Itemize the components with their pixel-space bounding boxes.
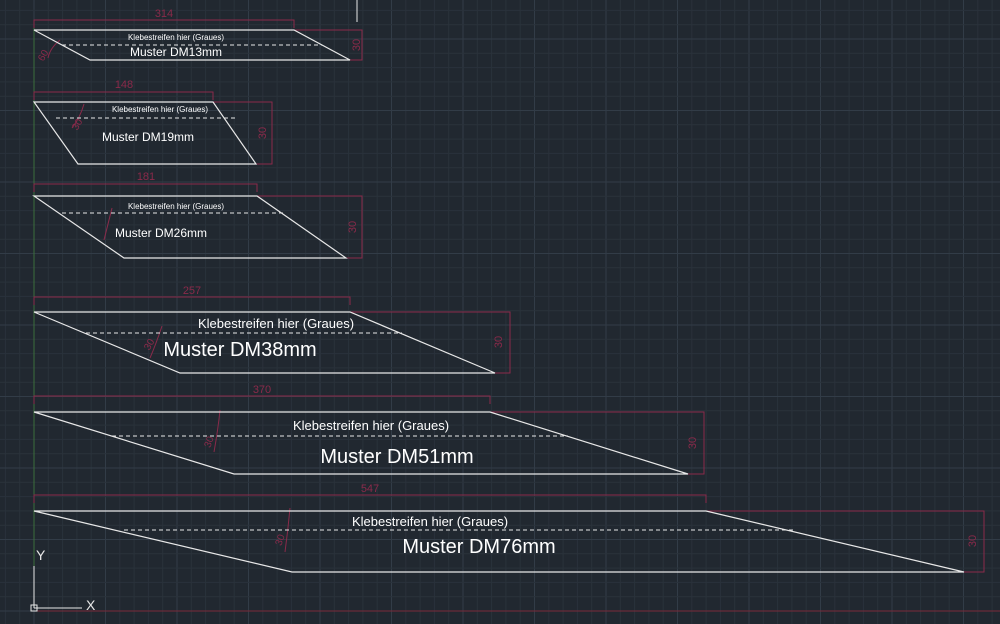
width-dimension [33, 296, 351, 305]
width-dimension [33, 183, 258, 192]
strip-label: Klebestreifen hier (Graues) [293, 418, 449, 433]
pattern-name: Muster DM19mm [102, 130, 194, 144]
strip-label: Klebestreifen hier (Graues) [112, 105, 208, 114]
width-dimension [33, 19, 295, 28]
width-dimension-text: 257 [183, 285, 201, 297]
parallelogram-outline [33, 311, 496, 374]
angle-dimension [149, 325, 163, 359]
strip-label: Klebestreifen hier (Graues) [128, 33, 224, 42]
angle-dimension [213, 409, 221, 453]
angle-dimension [71, 103, 85, 129]
strip-label: Klebestreifen hier (Graues) [128, 202, 224, 211]
angle-dimension-text: 30 [274, 533, 288, 548]
width-dimension-text: 148 [115, 79, 133, 91]
ucs-x-label: X [86, 597, 96, 613]
angle-dimension [47, 39, 61, 59]
width-dimension-text: 370 [253, 384, 271, 396]
pattern-dm38[interactable]: 257 30 30 Klebestreifen hier (Graues) Mu… [33, 285, 511, 374]
width-dimension-text: 181 [137, 171, 155, 183]
pattern-dm76[interactable]: 547 30 30 Klebestreifen hier (Graues) Mu… [33, 483, 985, 573]
pattern-dm19[interactable]: 148 30 30 Klebestreifen hier (Graues) Mu… [32, 79, 273, 165]
pattern-dm13[interactable]: 314 30 60 Klebestreifen hier (Graues) Mu… [33, 8, 363, 64]
height-dimension-text: 30 [967, 535, 979, 547]
angle-dimension-text: 30 [142, 337, 157, 353]
pattern-dm51[interactable]: 370 30 30 Klebestreifen hier (Graues) Mu… [33, 384, 705, 475]
pattern-name: Muster DM76mm [402, 536, 555, 558]
angle-dimension-text: 60 [36, 48, 51, 64]
height-dimension-text: 30 [351, 39, 363, 51]
pattern-name: Muster DM26mm [115, 226, 207, 240]
width-dimension [33, 494, 707, 503]
ucs-origin-box [30, 604, 38, 612]
height-dimension-text: 30 [257, 127, 269, 139]
pattern-name: Muster DM13mm [130, 45, 222, 59]
strip-label: Klebestreifen hier (Graues) [198, 316, 354, 331]
ucs-icon: Y X [30, 547, 96, 613]
parallelogram-outline [33, 411, 689, 475]
width-dimension [33, 395, 491, 404]
ucs-y-label: Y [36, 547, 46, 563]
pattern-name: Muster DM51mm [320, 446, 473, 468]
pattern-name: Muster DM38mm [163, 339, 316, 361]
parallelogram-outline [32, 101, 258, 165]
height-dimension-text: 30 [687, 437, 699, 449]
width-dimension-text: 547 [361, 483, 379, 495]
width-dimension [33, 91, 214, 100]
parallelogram-outline [33, 29, 351, 61]
angle-dimension [103, 207, 113, 241]
parallelogram-outline [32, 195, 348, 259]
height-dimension-text: 30 [347, 221, 359, 233]
pattern-dm26[interactable]: 181 30 Klebestreifen hier (Graues) Muste… [32, 171, 363, 259]
angle-dimension-text: 30 [70, 117, 85, 133]
width-dimension-text: 314 [155, 8, 173, 20]
parallelogram-outline [33, 510, 965, 573]
height-dimension-text: 30 [493, 336, 505, 348]
angle-dimension-text: 30 [203, 435, 217, 450]
strip-label: Klebestreifen hier (Graues) [352, 514, 508, 529]
